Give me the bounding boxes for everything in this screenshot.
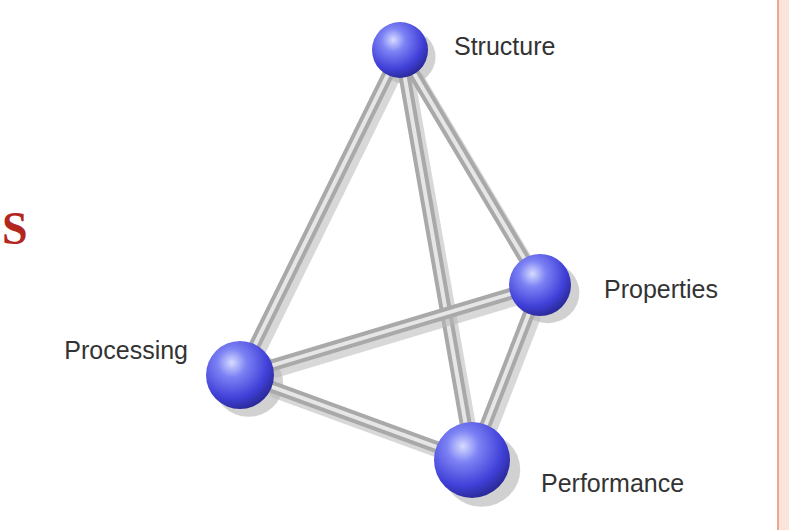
rod-shadow bbox=[490, 318, 534, 432]
rod-connector bbox=[485, 312, 534, 432]
sphere-shadows bbox=[214, 30, 580, 507]
rod-body bbox=[404, 76, 465, 425]
rod-connector bbox=[404, 76, 470, 431]
sphere bbox=[372, 22, 428, 78]
sphere-node bbox=[509, 254, 571, 316]
rod-body bbox=[413, 72, 525, 260]
rod-shadow bbox=[259, 79, 393, 352]
sphere-shape bbox=[372, 22, 428, 78]
sphere bbox=[206, 341, 274, 409]
sphere-node bbox=[206, 341, 274, 409]
sphere-node bbox=[434, 422, 510, 498]
rod-highlight bbox=[404, 76, 465, 425]
rod-body bbox=[254, 73, 388, 346]
rod-highlight bbox=[485, 312, 529, 426]
rod-body bbox=[271, 293, 513, 365]
rod-connector bbox=[270, 386, 443, 454]
title-fragment: S bbox=[2, 206, 28, 252]
rod-body bbox=[270, 386, 438, 448]
sphere-shape bbox=[206, 341, 274, 409]
node-label: Processing bbox=[64, 337, 188, 365]
node-label: Properties bbox=[604, 276, 718, 304]
rod-body bbox=[485, 312, 529, 426]
rod-connector bbox=[413, 72, 530, 266]
sphere bbox=[434, 422, 510, 498]
rod-highlight bbox=[413, 72, 525, 260]
sphere-shape bbox=[509, 254, 571, 316]
rod-connector bbox=[254, 73, 393, 352]
sphere bbox=[509, 254, 571, 316]
rod-highlight bbox=[271, 293, 513, 365]
side-border bbox=[777, 0, 779, 530]
side-band bbox=[778, 0, 789, 530]
sphere-shape bbox=[434, 422, 510, 498]
node-label: Structure bbox=[454, 33, 555, 61]
rod-connector bbox=[271, 293, 518, 371]
sphere-node bbox=[372, 22, 428, 78]
rod-highlight bbox=[270, 386, 438, 448]
node-label: Performance bbox=[541, 470, 684, 498]
rod-shadow bbox=[276, 299, 518, 371]
rod-highlight bbox=[254, 73, 388, 346]
